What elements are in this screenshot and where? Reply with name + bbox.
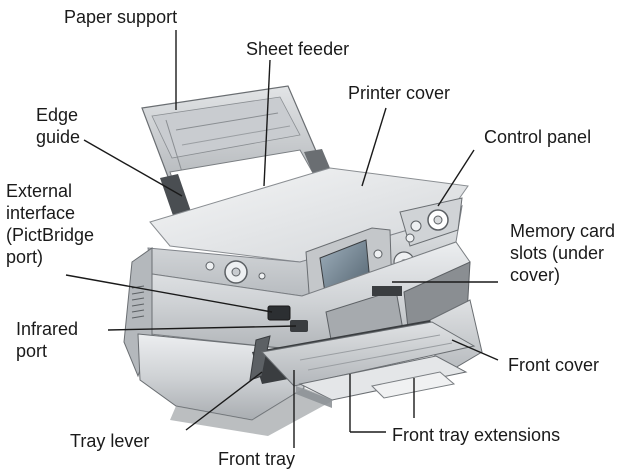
front-tray-extensions-label: Front tray extensions xyxy=(392,425,561,445)
leader-lines xyxy=(65,30,499,448)
infrared-port-line-1: Infrared xyxy=(16,319,79,339)
infrared-port-leader xyxy=(107,325,297,331)
sheet-feeder-label: Sheet feeder xyxy=(246,39,350,59)
infrared-port-line-2: port xyxy=(16,341,48,361)
control-panel-leader xyxy=(437,149,475,207)
memory-card-line-3: cover) xyxy=(510,265,561,285)
edge-guide-line-1: Edge xyxy=(36,105,79,125)
front-cover-label: Front cover xyxy=(508,355,600,375)
edge-guide-label: Edge guide xyxy=(36,104,80,148)
external-interface-line-2: interface xyxy=(6,203,76,223)
tray-lever-label: Tray lever xyxy=(70,431,150,451)
memory-card-line-2: slots (under xyxy=(510,243,605,263)
external-interface-line-3: (PictBridge xyxy=(6,225,95,245)
sheet-feeder-leader xyxy=(263,59,271,187)
control-panel-label: Control panel xyxy=(484,127,592,147)
external-interface-line-4: port) xyxy=(6,247,44,267)
memory-card-slots-label: Memory card slots (under cover) xyxy=(510,220,615,286)
memory-card-line-1: Memory card xyxy=(510,221,616,241)
printer-body-shape xyxy=(123,167,483,436)
front-cover-leader xyxy=(451,339,499,361)
external-interface-leader xyxy=(65,274,273,313)
printer-cover-label: Printer cover xyxy=(348,83,451,103)
infrared-port-label: Infrared port xyxy=(16,318,78,362)
tray-lever-leader xyxy=(185,371,263,431)
edge-guide-line-2: guide xyxy=(36,127,81,147)
edge-guide-leader xyxy=(83,139,183,197)
external-interface-label: External interface (PictBridge port) xyxy=(6,180,94,268)
paper-support-label: Paper support xyxy=(64,7,178,27)
printer-cover-leader xyxy=(361,107,387,187)
external-interface-line-1: External xyxy=(6,181,73,201)
front-tray-label: Front tray xyxy=(218,449,296,469)
